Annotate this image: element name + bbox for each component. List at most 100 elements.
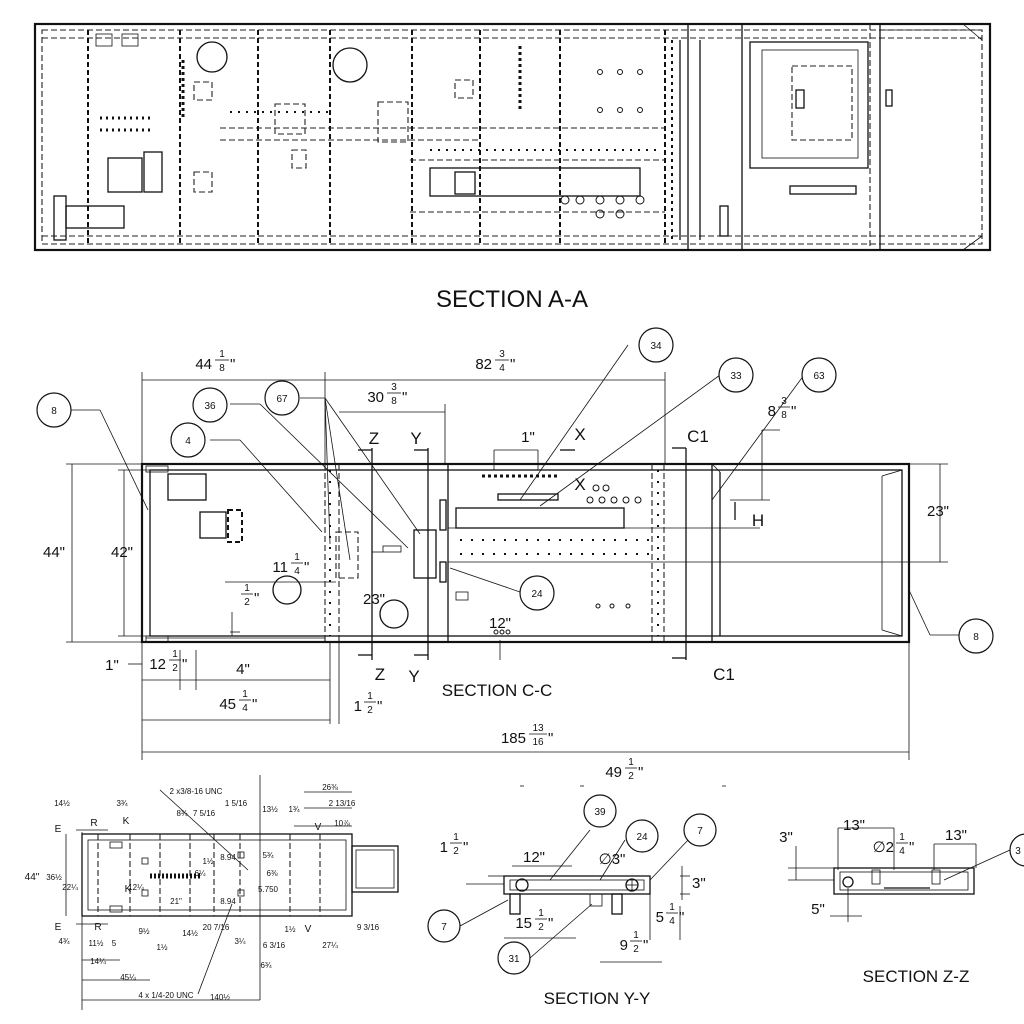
svg-text:14¼: 14¼: [90, 957, 106, 966]
svg-text:3: 3: [499, 349, 505, 360]
zz-dim-3in: 3": [779, 829, 793, 846]
svg-text:63: 63: [813, 371, 825, 382]
callout-8-left: 8: [36, 392, 72, 428]
section-cc-leaders: [70, 344, 960, 636]
svg-text:3¼: 3¼: [234, 937, 245, 946]
svg-text:5.750: 5.750: [258, 885, 279, 894]
svg-text:4: 4: [185, 436, 191, 447]
svg-text:26⅜: 26⅜: [322, 783, 338, 792]
callout-3: 3: [1009, 833, 1024, 867]
svg-text:": ": [254, 590, 259, 607]
dim-45-1-4: 45 1 4 ": [219, 689, 257, 714]
dim-82-3-4: 82 3 4 ": [475, 349, 515, 374]
svg-text:K: K: [125, 884, 132, 895]
svg-text:21": 21": [170, 897, 182, 906]
svg-text:20 7/16: 20 7/16: [203, 923, 230, 932]
cut-label-z-top: Z: [369, 429, 379, 448]
svg-text:": ": [463, 839, 468, 856]
svg-text:": ": [643, 937, 648, 954]
svg-text:1: 1: [219, 349, 225, 360]
svg-text:": ": [402, 389, 407, 406]
svg-text:V: V: [305, 924, 312, 935]
zz-dim-dia-2-1-4: ∅2 1 4 ": [873, 832, 915, 857]
zz-dim-13in-a: 13": [843, 817, 865, 834]
svg-text:33: 33: [730, 371, 742, 382]
svg-text:∅2: ∅2: [873, 839, 894, 856]
svg-text:": ": [252, 696, 257, 713]
svg-text:8¾: 8¾: [176, 809, 187, 818]
plan-view-labels: 2 x3/8-16 UNC 4 x 1/4-20 UNC E E R R K K…: [25, 783, 380, 1002]
svg-text:1: 1: [294, 552, 300, 563]
svg-text:": ": [230, 356, 235, 373]
dim-42in: 42": [111, 544, 133, 561]
svg-text:4¾: 4¾: [58, 937, 69, 946]
section-cc-title: SECTION C-C: [442, 681, 553, 700]
dim-1-2: 1 2 ": [241, 583, 259, 608]
svg-text:1: 1: [453, 832, 459, 843]
svg-text:12¼: 12¼: [128, 883, 144, 892]
svg-text:1: 1: [628, 757, 634, 768]
svg-text:6¼: 6¼: [194, 869, 205, 878]
yy-dim-12in: 12": [523, 849, 545, 866]
svg-text:14½: 14½: [54, 799, 70, 808]
svg-text:8: 8: [51, 406, 57, 417]
yy-dim-9-1-2: 9 1 2 ": [620, 930, 649, 955]
svg-text:4: 4: [499, 363, 505, 374]
svg-text:": ": [791, 403, 796, 420]
svg-text:82: 82: [475, 356, 492, 373]
dim-1in-top: 1": [521, 429, 535, 446]
dim-1in-left: 1": [105, 657, 119, 674]
svg-text:3¾: 3¾: [116, 799, 127, 808]
svg-text:2: 2: [367, 705, 373, 716]
svg-text:8: 8: [781, 410, 787, 421]
dim-12-1-2: 12 1 2 ": [149, 649, 187, 674]
svg-text:31: 31: [508, 954, 520, 965]
section-cc-dimensions: [66, 372, 948, 760]
svg-text:4: 4: [294, 566, 300, 577]
svg-text:": ": [909, 839, 914, 856]
callout-24-yy: 24: [625, 819, 659, 853]
svg-text:24: 24: [636, 832, 648, 843]
dim-23in-right: 23": [927, 503, 949, 520]
svg-text:1: 1: [367, 691, 373, 702]
dim-11-1-4: 11 1 4 ": [272, 552, 309, 577]
svg-text:": ": [182, 656, 187, 673]
svg-text:3: 3: [391, 382, 397, 393]
svg-text:49: 49: [605, 764, 622, 781]
svg-text:E: E: [55, 824, 62, 835]
svg-text:4 x 1/4-20 UNC: 4 x 1/4-20 UNC: [138, 991, 193, 1000]
svg-text:7: 7: [697, 826, 703, 837]
plan-view: [65, 775, 399, 1010]
svg-text:1½: 1½: [202, 857, 213, 866]
yy-dim-3in: 3": [692, 875, 706, 892]
svg-text:4: 4: [242, 703, 248, 714]
callout-63: 63: [801, 357, 837, 393]
svg-text:13: 13: [532, 723, 544, 734]
svg-text:9½: 9½: [138, 927, 149, 936]
section-aa-view: [33, 22, 992, 252]
svg-text:1: 1: [899, 832, 905, 843]
svg-text:8: 8: [391, 396, 397, 407]
dim-44in: 44": [43, 544, 65, 561]
svg-text:": ": [304, 559, 309, 576]
svg-text:R: R: [90, 818, 97, 829]
section-cc-view: [140, 448, 911, 660]
svg-text:1: 1: [354, 698, 362, 715]
svg-text:34: 34: [650, 341, 662, 352]
svg-text:5¾: 5¾: [262, 851, 273, 860]
yy-dim-1-1-2: 1 1 2 ": [440, 832, 469, 857]
cut-label-y-top: Y: [410, 429, 421, 448]
svg-text:2: 2: [538, 922, 544, 933]
svg-text:3: 3: [1015, 846, 1021, 857]
cut-label-z-bottom: Z: [375, 665, 385, 684]
dim-1-1-2: 1 1 2 ": [354, 691, 383, 716]
callout-36: 36: [192, 387, 228, 423]
svg-text:11½: 11½: [89, 939, 104, 948]
callout-8-right: 8: [958, 618, 994, 654]
callout-31: 31: [497, 941, 531, 975]
cut-label-c1-top: C1: [687, 427, 709, 446]
dim-49-1-2: 49 1 2 ": [605, 757, 643, 782]
svg-text:4: 4: [669, 916, 675, 927]
svg-text:2: 2: [172, 663, 178, 674]
svg-text:9 3/16: 9 3/16: [357, 923, 380, 932]
